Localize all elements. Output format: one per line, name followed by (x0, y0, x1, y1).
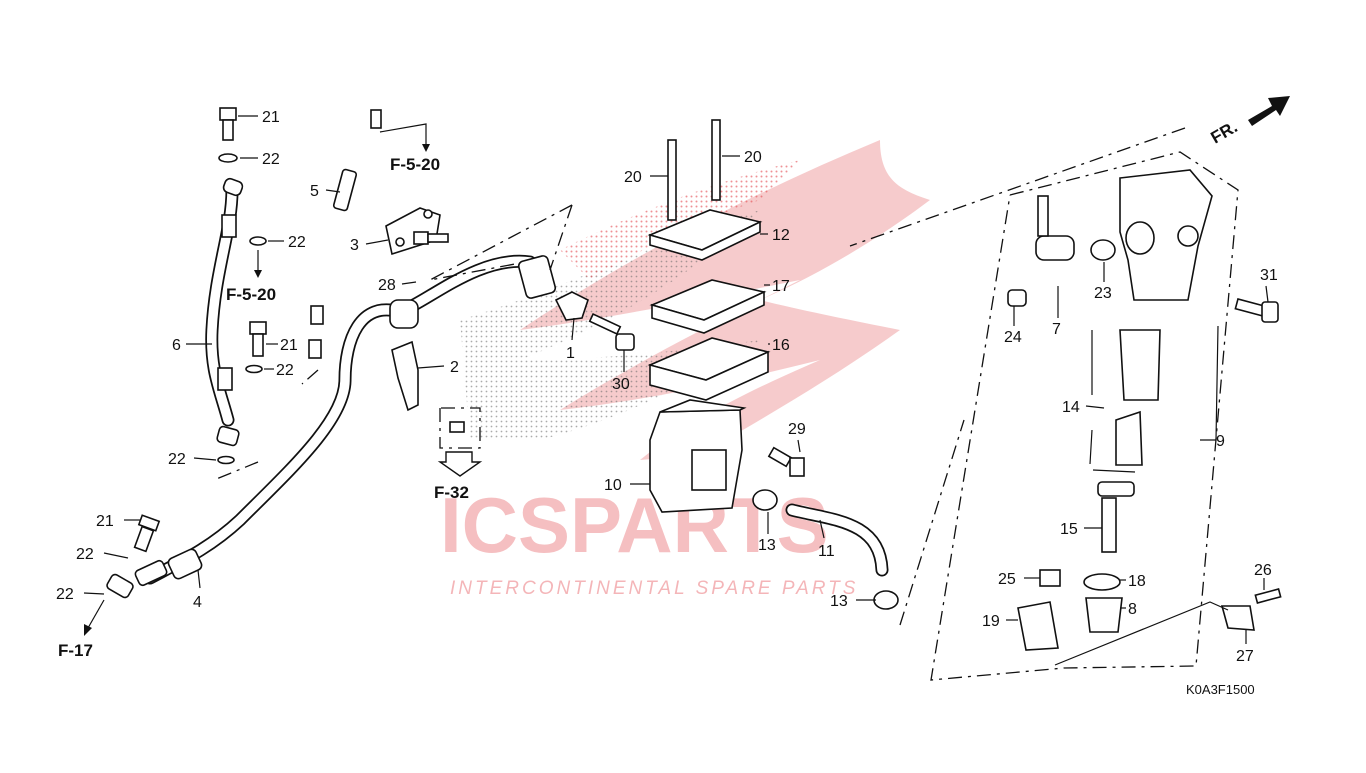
callout-22-bottom: 22 (56, 586, 74, 603)
part-reservoir-hose (752, 489, 899, 610)
callout-22-washer: 22 (288, 234, 306, 251)
callout-8: 8 (1128, 601, 1137, 618)
diagram-code: K0A3F1500 (1186, 682, 1255, 697)
callout-21-mid: 21 (280, 337, 298, 354)
callout-20-left: 20 (624, 169, 642, 186)
reference-labels: F-5-20 F-5-20 F-32 F-17 (58, 155, 469, 660)
part-master-cylinder (1007, 169, 1282, 651)
callout-22-low: 22 (168, 451, 186, 468)
ref-f32: F-32 (434, 483, 469, 502)
callout-29: 29 (788, 421, 806, 438)
group-outlines (213, 127, 1239, 681)
reference-arrows (84, 123, 483, 636)
callout-6: 6 (172, 337, 181, 354)
callout-1: 1 (566, 345, 575, 362)
callout-23: 23 (1094, 285, 1112, 302)
callout-3: 3 (350, 237, 359, 254)
callout-28: 28 (378, 277, 396, 294)
callout-7: 7 (1052, 321, 1061, 338)
callout-13-top: 13 (758, 537, 776, 554)
part-brackets (385, 207, 635, 433)
callout-22-lower: 22 (76, 546, 94, 563)
callout-15: 15 (1060, 521, 1078, 538)
part-reservoir (647, 119, 805, 513)
callout-21-low: 21 (96, 513, 114, 530)
callout-24: 24 (1004, 329, 1022, 346)
watermark: ICSPARTS INTERCONTINENTAL SPARE PARTS (440, 140, 930, 599)
ref-f17: F-17 (58, 641, 93, 660)
part-brake-hose-lower (106, 254, 557, 599)
part-brake-pipe (308, 94, 382, 359)
callout-18: 18 (1128, 573, 1146, 590)
callout-17: 17 (772, 278, 790, 295)
callout-4: 4 (193, 594, 202, 611)
callout-14: 14 (1062, 399, 1080, 416)
callout-16: 16 (772, 337, 790, 354)
part-brake-hose-upper (205, 107, 267, 465)
callout-2: 2 (450, 359, 459, 376)
callout-10: 10 (604, 477, 622, 494)
ref-f5-20-top: F-5-20 (390, 155, 440, 174)
callout-labels: 21 22 22 21 22 6 22 21 22 22 4 5 3 28 1 … (56, 109, 1278, 665)
fr-arrow-icon (1248, 96, 1290, 126)
callout-25: 25 (998, 571, 1016, 588)
callout-5: 5 (310, 183, 319, 200)
callout-21-top: 21 (262, 109, 280, 126)
callout-11: 11 (818, 543, 835, 560)
callout-9: 9 (1216, 433, 1225, 450)
callout-22-top: 22 (262, 151, 280, 168)
front-direction-indicator: FR. (1208, 96, 1290, 147)
callout-20-right: 20 (744, 149, 762, 166)
callout-27: 27 (1236, 648, 1254, 665)
callout-12: 12 (772, 227, 790, 244)
callout-22-mid: 22 (276, 362, 294, 379)
callout-30: 30 (612, 376, 630, 393)
callout-31: 31 (1260, 267, 1278, 284)
watermark-tagline: INTERCONTINENTAL SPARE PARTS (450, 578, 858, 599)
callout-19: 19 (982, 613, 1000, 630)
callout-13-bottom: 13 (830, 593, 848, 610)
callout-26: 26 (1254, 562, 1272, 579)
fr-label: FR. (1208, 117, 1241, 147)
ref-f5-20-left: F-5-20 (226, 285, 276, 304)
callout-leaders (83, 115, 1269, 644)
